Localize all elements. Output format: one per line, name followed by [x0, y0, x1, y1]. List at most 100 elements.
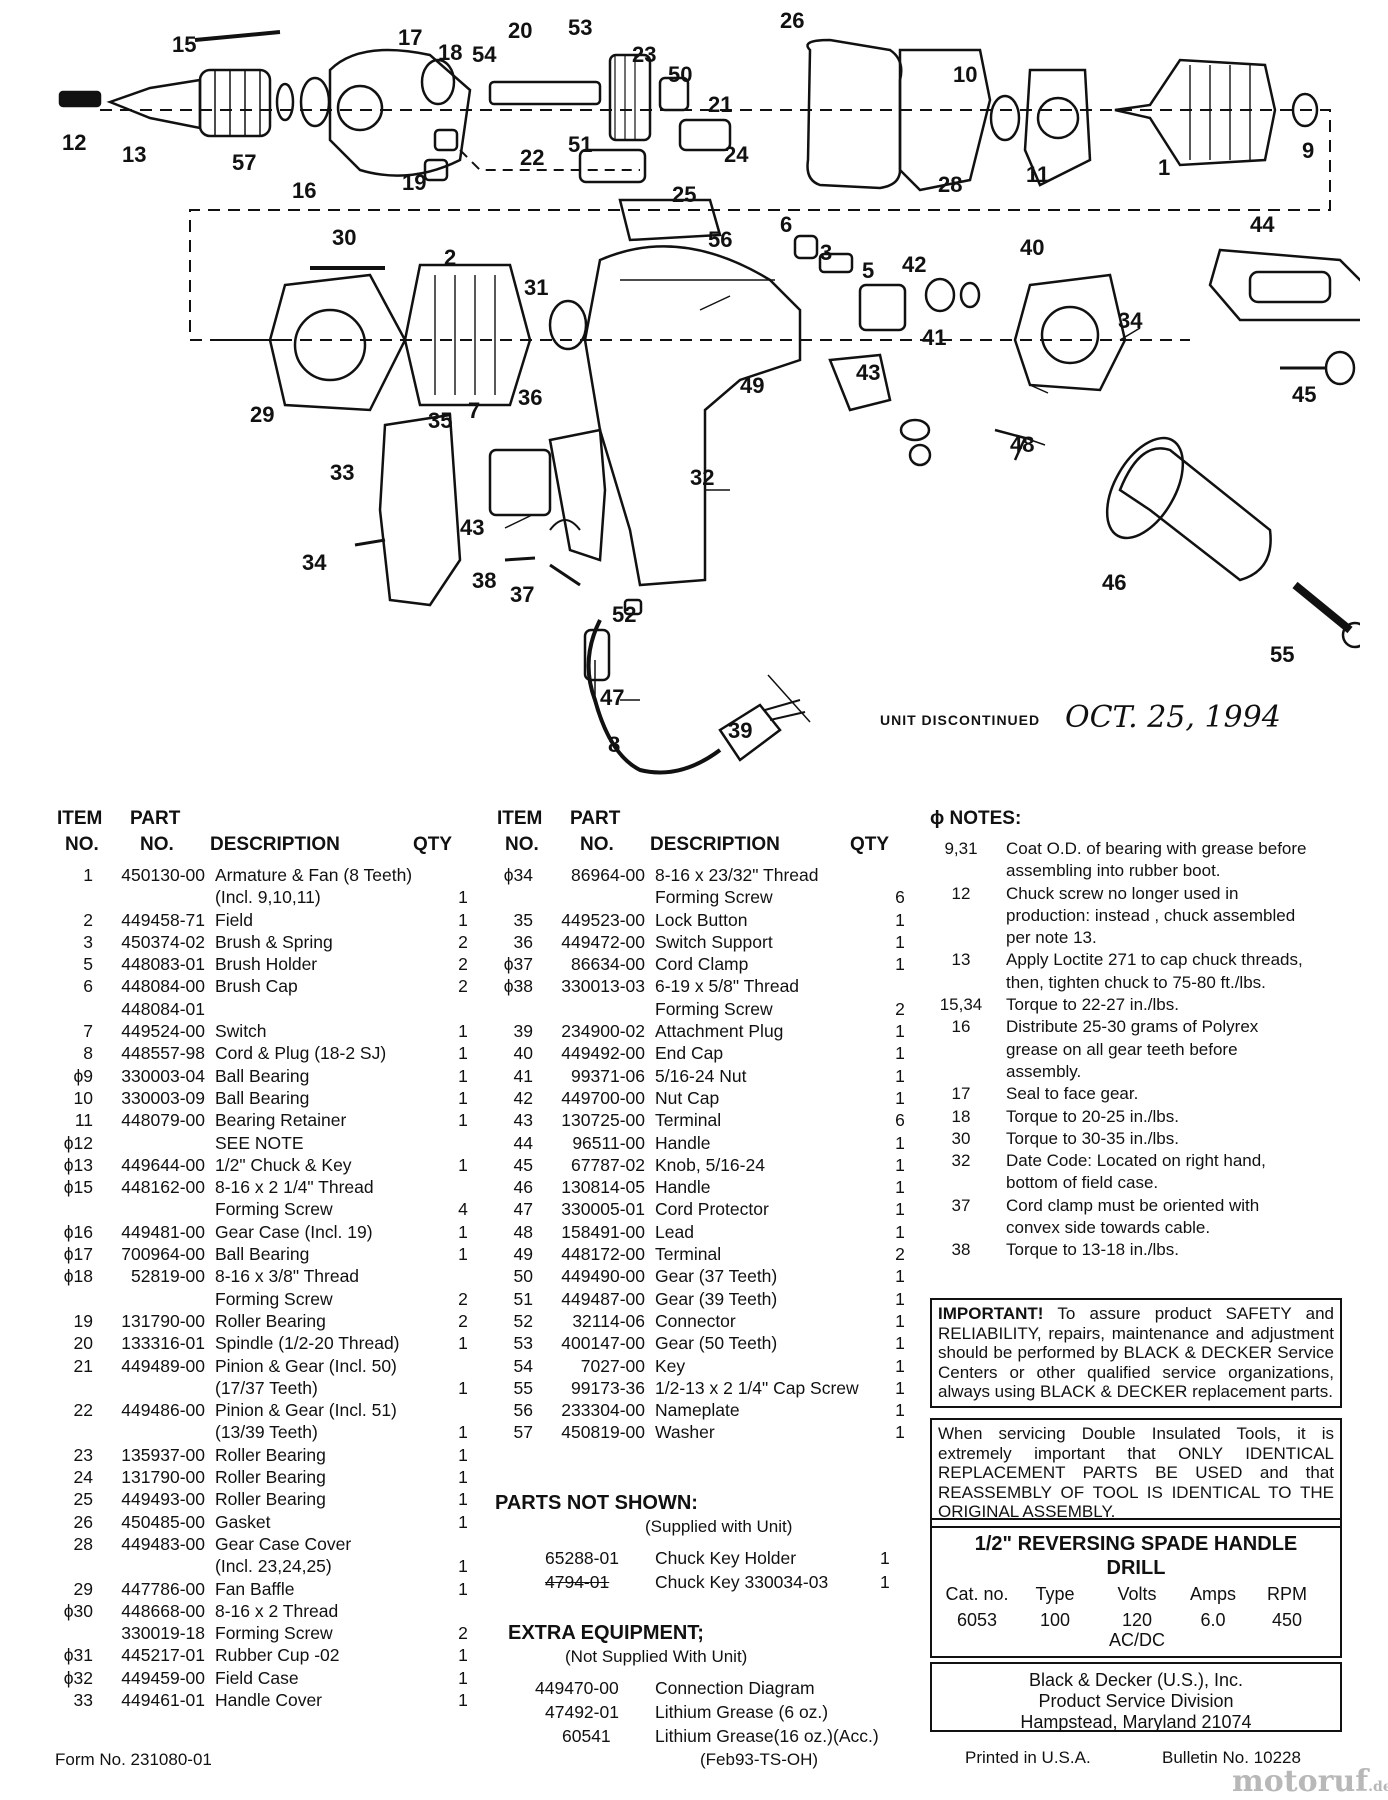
- item-number: 57: [513, 1422, 533, 1443]
- part-description: Brush Holder: [215, 954, 318, 975]
- spec-rpm: 450: [1271, 1610, 1303, 1630]
- item-number: 35: [513, 909, 533, 930]
- callout-57: 57: [232, 150, 256, 175]
- item-number: 10: [73, 1087, 93, 1108]
- part-description: Cord & Plug (18-2 SJ): [215, 1043, 387, 1064]
- part-number: 330005-01: [561, 1199, 645, 1220]
- spec-value-row: 6053 100 120 6.0 450: [932, 1610, 1340, 1636]
- part-description: (Incl. 9,10,11): [215, 887, 321, 908]
- part-quantity: 2: [458, 931, 468, 952]
- extra-row-2: 47492-01 Lithium Grease (6 oz.): [545, 1702, 828, 1723]
- bulletin-number: Bulletin No. 10228: [1162, 1748, 1301, 1767]
- callout-7: 7: [468, 398, 480, 423]
- parts-list-header: ITEM PART NO. NO. DESCRIPTION QTY: [55, 808, 475, 864]
- item-number: 7: [83, 1021, 93, 1042]
- callout-24: 24: [724, 142, 749, 167]
- part-quantity: 4: [458, 1199, 468, 1220]
- spec-header-type: Type: [1035, 1584, 1075, 1604]
- parts-not-shown-subtitle: (Supplied with Unit): [645, 1517, 793, 1536]
- part-description: Field: [215, 909, 253, 930]
- item-number: ϕ17: [63, 1244, 93, 1265]
- part-quantity: 1: [458, 1043, 468, 1064]
- part-description: Lead: [655, 1221, 694, 1242]
- part-number: 448079-00: [121, 1110, 205, 1131]
- important-lead: IMPORTANT!: [938, 1304, 1044, 1323]
- part-description: Handle Cover: [215, 1689, 322, 1710]
- item-number: 40: [513, 1043, 533, 1064]
- part-number: 700964-00: [121, 1244, 205, 1265]
- header-description: DESCRIPTION: [650, 834, 780, 855]
- part-description: Washer: [655, 1422, 715, 1443]
- part-number: 133316-01: [121, 1333, 205, 1354]
- part-number: 450374-02: [121, 931, 205, 952]
- part-quantity: 1: [895, 1333, 905, 1354]
- item-number: 11: [74, 1110, 93, 1131]
- part-number: 330013-03: [561, 976, 645, 997]
- part-description: Ball Bearing: [215, 1065, 310, 1086]
- part-quantity: 1: [458, 1667, 468, 1688]
- part-description: 1/2-13 x 2 1/4" Cap Screw: [655, 1377, 859, 1398]
- item-number: 33: [73, 1689, 93, 1710]
- item-number: ϕ34: [503, 865, 533, 885]
- callout-47: 47: [600, 685, 624, 710]
- part-description: Brush & Spring: [215, 931, 333, 952]
- item-number: 5: [83, 954, 93, 975]
- spec-volts: 120: [1121, 1610, 1153, 1630]
- part-description: Nameplate: [655, 1400, 740, 1421]
- note-key: 12: [951, 883, 971, 903]
- callout-9: 9: [1302, 138, 1314, 163]
- callout-35: 35: [428, 408, 452, 433]
- watermark-logo: motoruf.de: [1232, 1764, 1388, 1799]
- parts-row: (Incl. 23,24,25)1: [55, 1555, 475, 1577]
- callout-45: 45: [1292, 382, 1316, 407]
- part-number: 448557-98: [121, 1043, 205, 1064]
- item-number: 22: [73, 1400, 93, 1421]
- part-quantity: 1: [895, 1377, 905, 1398]
- part-number: 158491-00: [561, 1221, 645, 1242]
- part-number: 449489-00: [121, 1355, 205, 1376]
- header-item: NO.: [65, 834, 99, 855]
- callout-28: 28: [938, 172, 962, 197]
- unit-discontinued-label: UNIT DISCONTINUED: [880, 712, 1041, 728]
- parts-row: (13/39 Teeth)1: [55, 1421, 475, 1443]
- note-line: assembly.: [1006, 1061, 1082, 1081]
- item-number: 28: [73, 1533, 93, 1554]
- callout-12: 12: [62, 130, 86, 155]
- part-description: Gear (39 Teeth): [655, 1288, 778, 1309]
- item-number: 2: [83, 909, 93, 930]
- watermark-suffix: .de: [1368, 1779, 1388, 1795]
- part-quantity: 6: [895, 1110, 905, 1131]
- part-description: Gasket: [215, 1511, 271, 1532]
- part-quantity: 1: [458, 1154, 468, 1175]
- callout-2: 2: [444, 245, 456, 270]
- part-description: Attachment Plug: [655, 1021, 784, 1042]
- part-number: 86634-00: [571, 954, 645, 975]
- part-description: Brush Cap: [215, 976, 298, 997]
- part-description: (17/37 Teeth): [215, 1377, 318, 1398]
- item-number: 47: [513, 1199, 533, 1220]
- part-quantity: 1: [458, 1377, 468, 1398]
- part-description: Gear Case Cover: [215, 1533, 352, 1554]
- part-description: Switch: [215, 1021, 267, 1042]
